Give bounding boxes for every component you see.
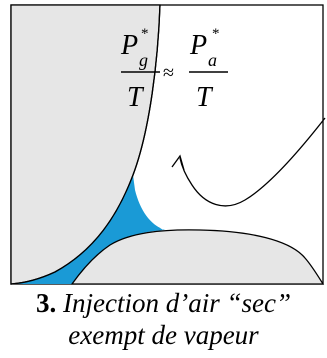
injection-arrow: [179, 117, 326, 207]
caption: 3. Injection d’air “sec”: [0, 288, 327, 318]
right-numerator-superscript: *: [212, 26, 220, 42]
left-numerator-subscript: g: [139, 50, 148, 70]
right-denominator: T: [196, 82, 214, 113]
caption-second: exempt de vapeur: [0, 320, 327, 350]
caption-line-1: Injection d’air “sec”: [63, 288, 291, 318]
left-numerator-base: P: [120, 30, 138, 61]
arrow-head-icon: [171, 154, 185, 171]
liquid-meniscus: [11, 175, 165, 284]
left-denominator: T: [127, 82, 145, 113]
right-numerator-base: P: [189, 30, 207, 61]
caption-line-2: exempt de vapeur: [68, 320, 259, 350]
left-numerator-superscript: *: [141, 26, 149, 42]
equation: P g * T ≈ P a * T: [120, 26, 228, 113]
caption-number: 3.: [36, 288, 57, 318]
right-numerator-subscript: a: [208, 50, 217, 70]
dry-air-boundary: [134, 175, 166, 231]
bottom-solid-region: [70, 229, 325, 285]
approx-sign: ≈: [163, 62, 174, 84]
left-solid-outline: [10, 4, 161, 285]
